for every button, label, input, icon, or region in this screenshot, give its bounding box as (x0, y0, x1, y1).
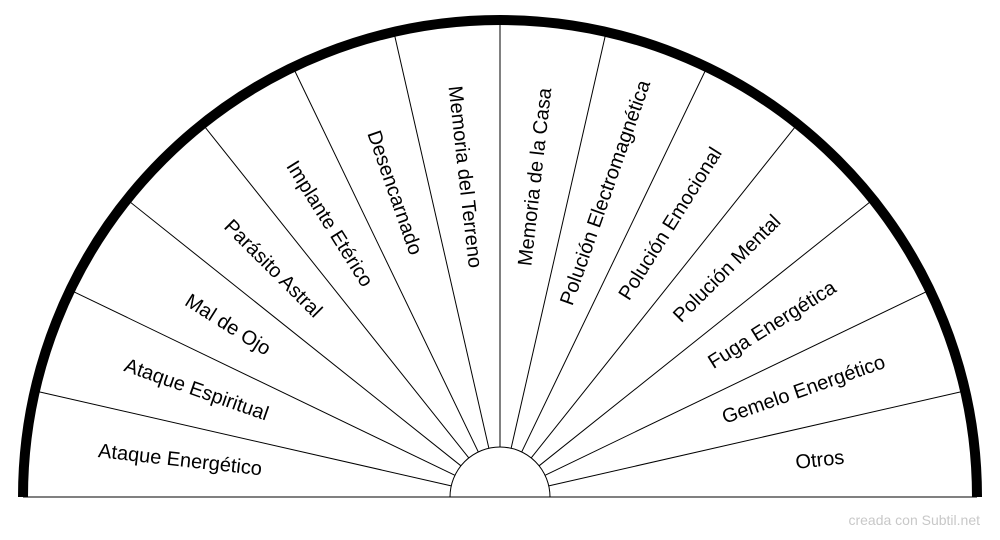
sector-divider (544, 289, 930, 476)
sector-label: Desencarnado (362, 128, 426, 258)
center-hub (449, 446, 551, 498)
outer-arc (18, 15, 982, 498)
sector-divider (530, 123, 798, 459)
sector-label: Implante Etérico (282, 157, 378, 291)
sector-divider (548, 390, 966, 487)
sector-divider (538, 199, 874, 467)
sector-divider (521, 67, 708, 453)
sector-label: Parásito Astral (219, 215, 326, 322)
sector-label: Memoria de la Casa (514, 86, 556, 267)
sector-divider (292, 67, 479, 453)
sector-label: Ataque Espiritual (121, 355, 271, 426)
sector-label: Polución Mental (669, 211, 785, 327)
sector-label: Memoria del Terreno (443, 85, 485, 269)
sector-divider (126, 199, 462, 467)
sector-divider (202, 123, 470, 459)
sector-divider (70, 289, 456, 476)
sector-divider (510, 31, 607, 449)
sector-divider (34, 390, 452, 487)
sector-dividers (34, 20, 966, 487)
sector-divider (393, 31, 490, 449)
sector-label: Fuga Energética (704, 276, 841, 373)
sector-label: Ataque Energético (97, 440, 263, 480)
credit-text: creada con Subtil.net (848, 512, 980, 528)
sector-label: Otros (794, 447, 845, 474)
sector-label: Gemelo Energético (719, 351, 888, 428)
